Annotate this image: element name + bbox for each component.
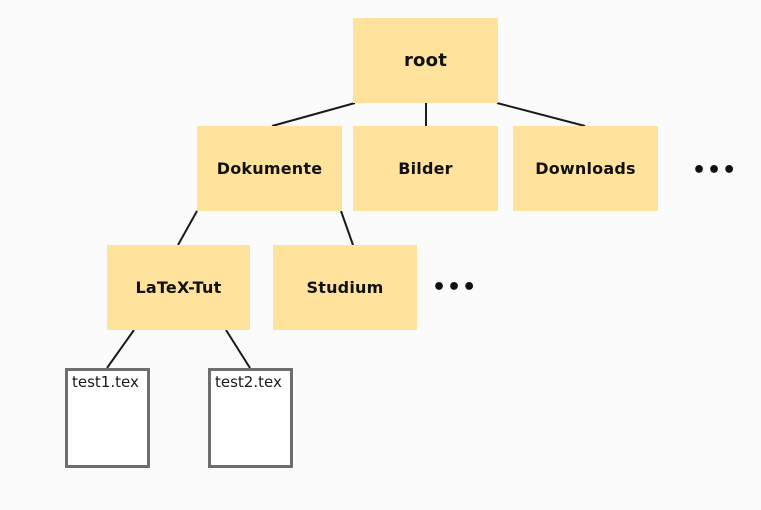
ellipsis-level2: ••• xyxy=(692,158,738,183)
node-root[interactable]: root xyxy=(353,18,498,103)
node-test2-tex-label: test2.tex xyxy=(215,373,282,391)
node-downloads[interactable]: Downloads xyxy=(513,126,658,211)
edge-root-to-downloads xyxy=(496,102,586,127)
node-dokumente[interactable]: Dokumente xyxy=(197,126,342,211)
edge-latextut-to-test1 xyxy=(106,329,135,369)
node-bilder[interactable]: Bilder xyxy=(353,126,498,211)
node-dokumente-label: Dokumente xyxy=(216,159,323,178)
node-test1-tex[interactable]: test1.tex xyxy=(65,368,150,468)
node-bilder-label: Bilder xyxy=(398,159,453,178)
node-test2-tex[interactable]: test2.tex xyxy=(208,368,293,468)
edge-latextut-to-test2 xyxy=(225,329,251,369)
node-latex-tut[interactable]: LaTeX-Tut xyxy=(107,245,250,330)
edge-dokumente-to-latextut xyxy=(177,210,198,246)
node-root-label: root xyxy=(403,50,447,71)
node-studium[interactable]: Studium xyxy=(273,245,417,330)
edge-root-to-dokumente xyxy=(271,102,356,127)
node-downloads-label: Downloads xyxy=(535,159,636,178)
ellipsis-level3: ••• xyxy=(432,275,478,300)
node-latex-tut-label: LaTeX-Tut xyxy=(135,278,222,297)
node-test1-tex-label: test1.tex xyxy=(72,373,139,391)
edge-dokumente-to-studium xyxy=(340,210,354,246)
node-studium-label: Studium xyxy=(306,278,384,297)
